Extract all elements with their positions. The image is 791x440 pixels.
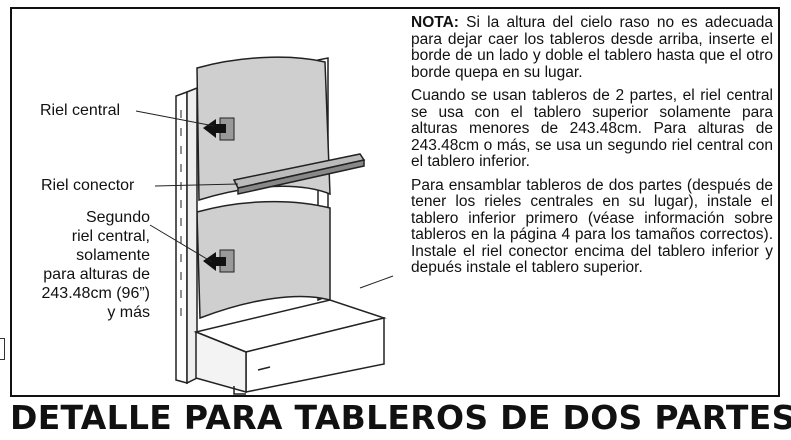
leader-lines: [135, 110, 394, 289]
two-part-usage-paragraph: Cuando se usan tableros de 2 partes, el …: [411, 87, 773, 170]
segundo-line-5: 243.48cm (96”): [41, 285, 151, 302]
segundo-line-4: para alturas de: [43, 266, 150, 283]
detail-frame: [10, 7, 780, 397]
upper-panel: [196, 56, 331, 202]
segundo-line-2: riel central,: [71, 228, 150, 245]
detail-title-banner: DETALLE PARA TABLEROS DE DOS PARTES: [10, 398, 791, 437]
nota-text: Si la altura del cielo raso no es adecua…: [411, 14, 773, 81]
notes-column: NOTA: Si la altura del cielo raso no es …: [411, 14, 773, 284]
arrow-lower: [203, 252, 226, 271]
nota-label: NOTA:: [411, 14, 459, 31]
label-riel-central: Riel central: [40, 102, 121, 119]
arrow-upper: [203, 119, 226, 138]
base-platform: [193, 299, 387, 395]
connector-rail: [232, 153, 366, 195]
page-edge-mark: [0, 338, 5, 360]
assembly-paragraph: Para ensamblar tableros de dos partes (d…: [411, 176, 773, 276]
front-upright: [175, 86, 198, 385]
nota-paragraph: NOTA: Si la altura del cielo raso no es …: [411, 14, 773, 81]
label-segundo-riel: Segundo riel central, solamente para alt…: [8, 208, 151, 322]
segundo-line-1: Segundo: [85, 209, 150, 226]
segundo-line-3: solamente: [76, 247, 150, 264]
label-riel-conector: Riel conector: [41, 177, 135, 194]
segundo-line-6: y más: [107, 304, 150, 321]
